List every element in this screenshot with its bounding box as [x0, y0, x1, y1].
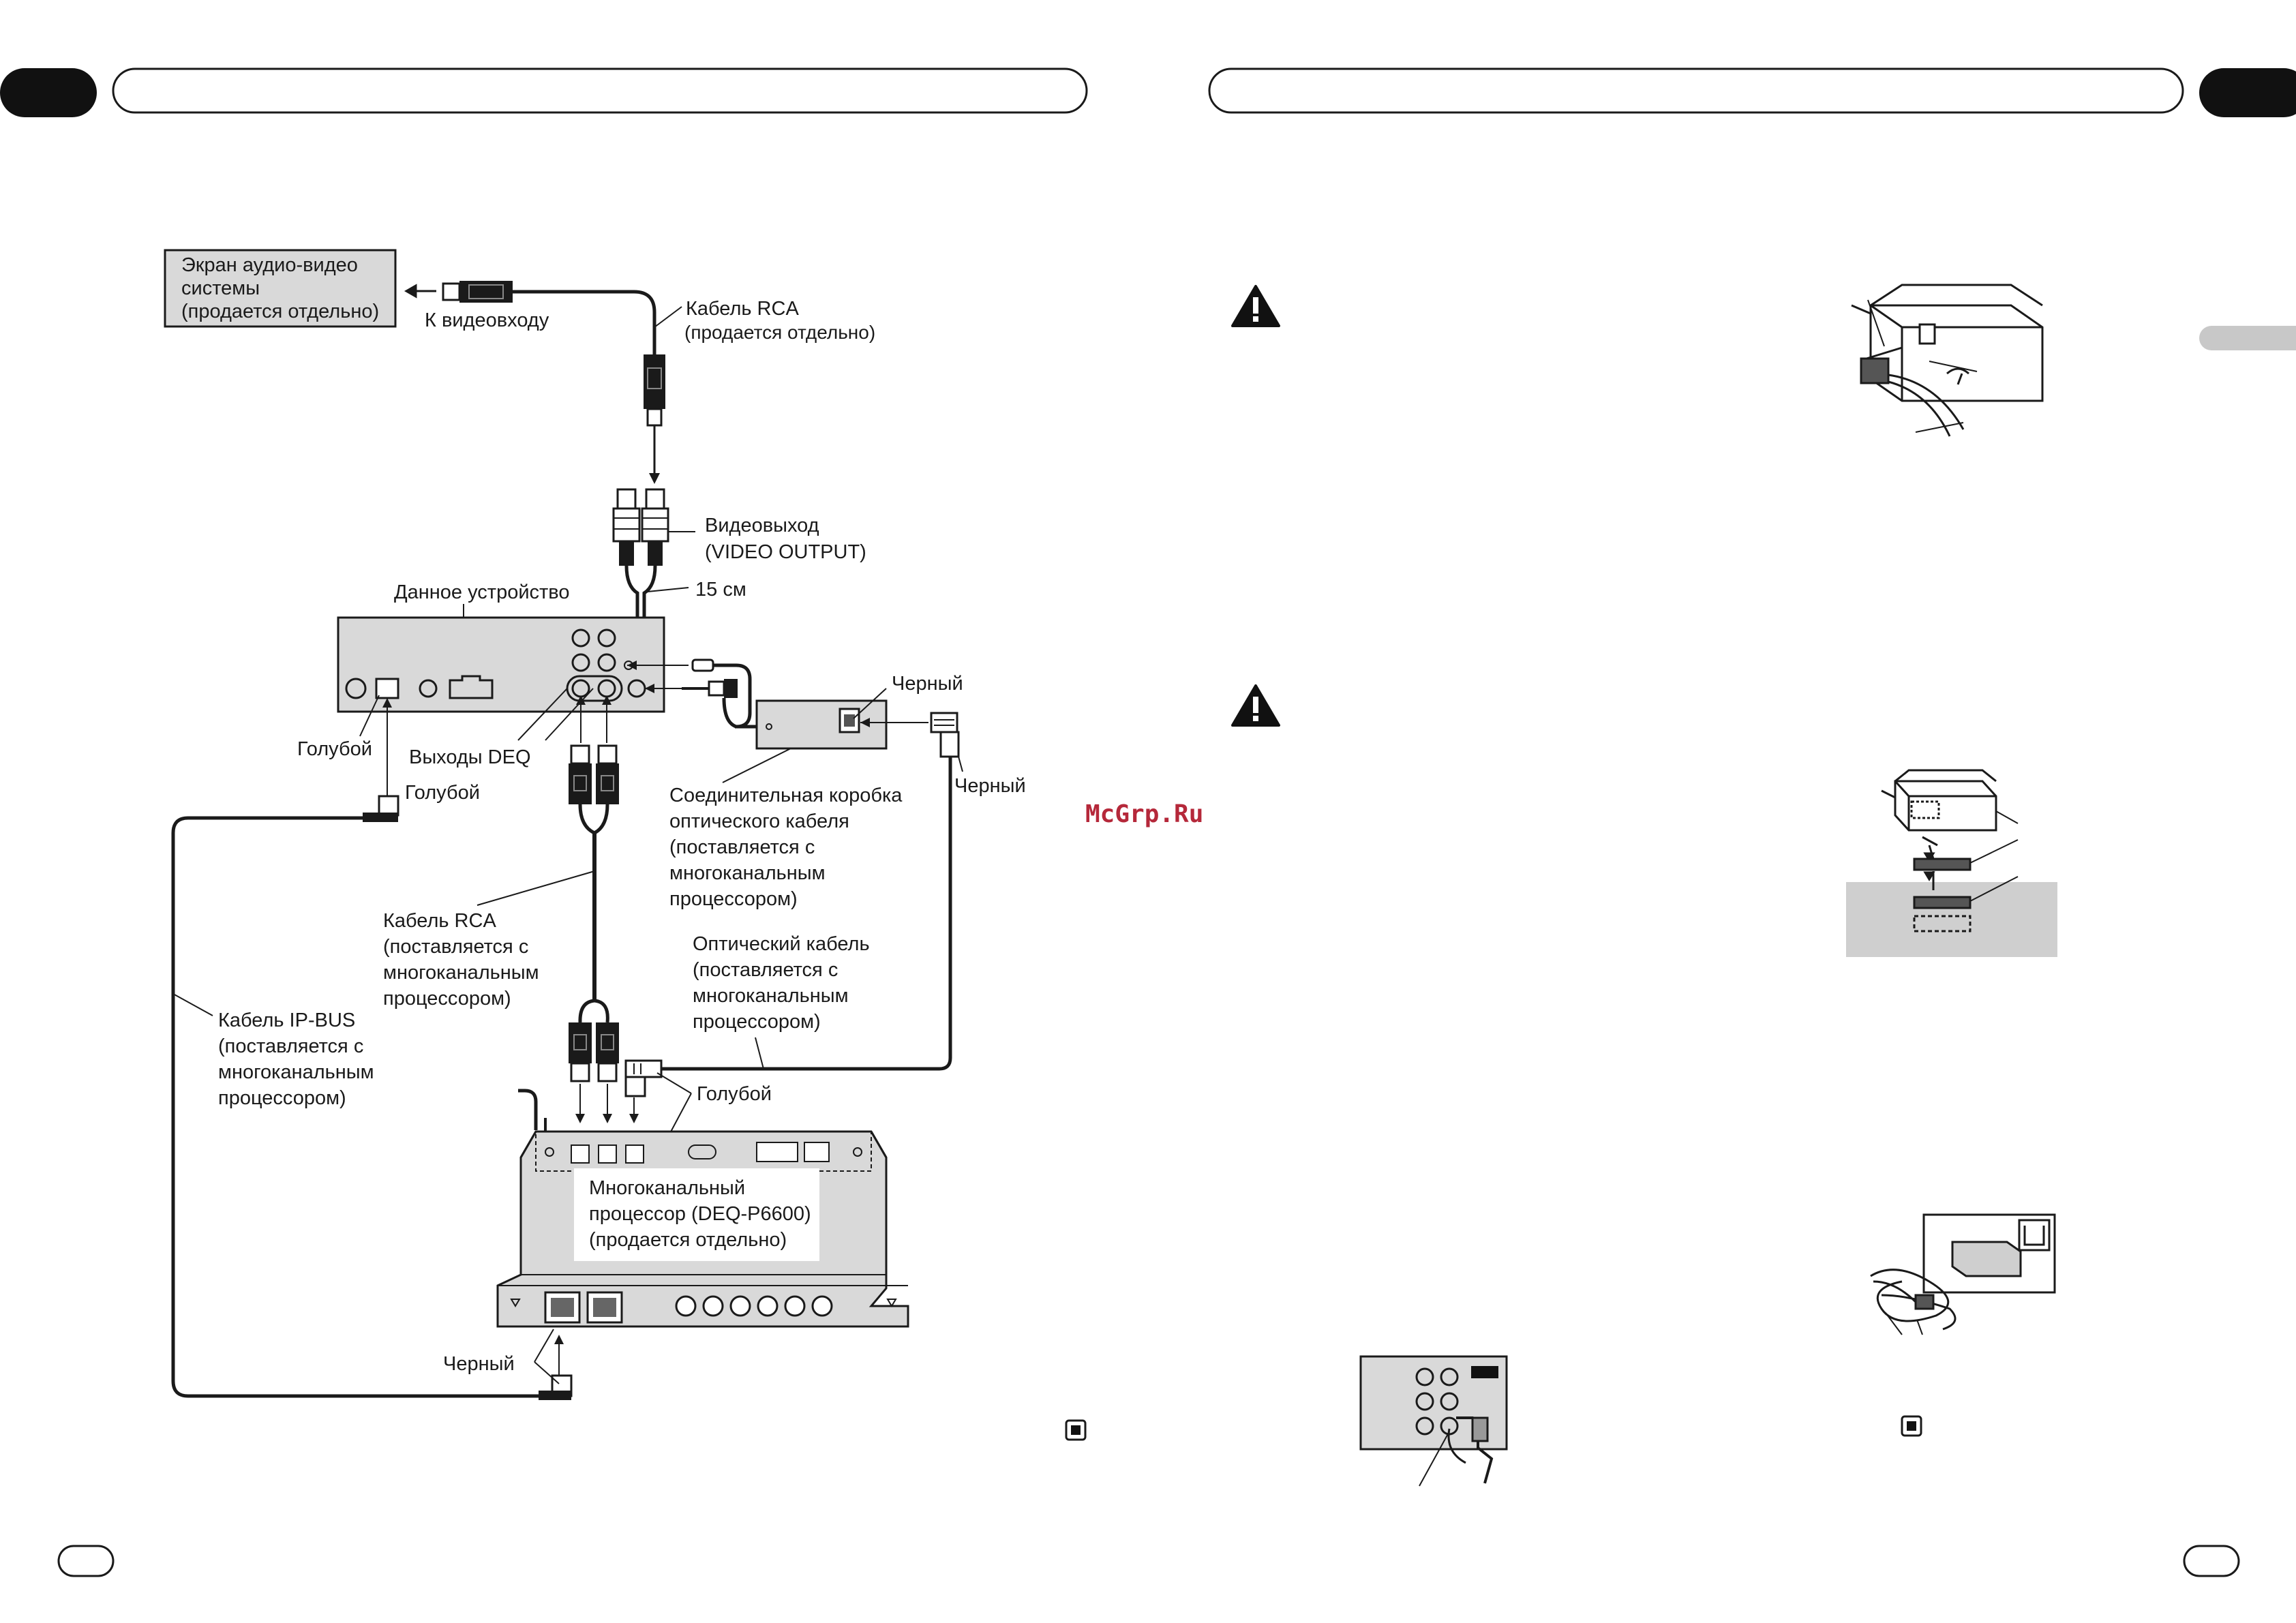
av-screen-label-2: системы — [181, 277, 260, 299]
optical-cable-label-3: многоканальным — [693, 985, 849, 1007]
av-screen-label-1: Экран аудио-видео — [181, 254, 358, 276]
junction-box-label-4: многоканальным — [669, 862, 826, 884]
ip-bus-label-2: (поставляется с — [218, 1035, 363, 1057]
arrow-to-screen — [404, 284, 436, 299]
blue-3-label: Голубой — [697, 1083, 772, 1105]
processor-label-1: Многоканальный — [589, 1177, 745, 1199]
deq-outputs-leader-2 — [545, 688, 594, 741]
right-page-tab — [2199, 68, 2296, 117]
arrow-optical-in — [860, 718, 928, 727]
video-output-label-2: (VIDEO OUTPUT) — [705, 541, 866, 563]
optical-cable-label-1: Оптический кабель — [693, 933, 870, 955]
ip-bus-label-4: процессором) — [218, 1087, 346, 1109]
rca-cable-mid-label-1: Кабель RCA — [383, 910, 496, 932]
processor-label-3: (продается отдельно) — [589, 1229, 787, 1251]
arrow-to-video-output — [649, 425, 660, 484]
right-header-bar — [1208, 67, 2184, 114]
junction-box-label-3: (поставляется с — [669, 836, 815, 858]
junction-box-label-2: оптического кабеля — [669, 810, 849, 832]
this-unit-label: Данное устройство — [394, 581, 570, 603]
junction-box-label-5: процессором) — [669, 888, 798, 910]
black-2-label: Черный — [954, 775, 1026, 797]
section-tab — [2199, 326, 2296, 350]
optical-plug-bottom — [624, 1059, 663, 1097]
rca-cable-top-label-2: (продается отдельно) — [684, 322, 875, 343]
blue-2-label: Голубой — [405, 782, 480, 804]
ip-bus-arrow-head — [382, 698, 392, 708]
illustration-back-panel — [1359, 1355, 1508, 1487]
av-screen-label-3: (продается отдельно) — [181, 301, 379, 322]
ip-bus-plug-bottom — [539, 1335, 573, 1400]
processor-label-2: процессор (DEQ-P6600) — [589, 1203, 811, 1225]
deq-outputs-label: Выходы DEQ — [409, 746, 531, 768]
rca-cable-top — [513, 290, 656, 354]
rca-cable-top-label-1: Кабель RCA — [686, 298, 799, 320]
ip-bus-plug-top — [363, 795, 399, 822]
ip-bus-label-3: многоканальным — [218, 1061, 374, 1083]
processor-cable-stub — [518, 1089, 538, 1130]
mini-jack-bottom — [645, 679, 757, 729]
length-15cm-label: 15 см — [695, 579, 746, 601]
watermark: McGrp.Ru — [1085, 800, 1203, 828]
junction-box-leader — [722, 748, 791, 783]
left-header-bar — [112, 67, 1088, 114]
video-output-connectors — [612, 488, 669, 638]
warning-icon — [1231, 684, 1280, 727]
rca-cable-mid-leader — [477, 870, 595, 906]
to-video-input-label: К видеовходу — [425, 309, 549, 331]
rca-plug-mid — [644, 354, 665, 427]
ip-bus-cable — [171, 816, 539, 1398]
end-mark-right-fill — [1907, 1421, 1916, 1431]
optical-cable-label-4: процессором) — [693, 1011, 821, 1033]
black-3-label: Черный — [443, 1353, 515, 1375]
av-screen-box: Экран аудио-видео системы (продается отд… — [164, 249, 397, 328]
optical-cable-leader — [755, 1037, 764, 1070]
illustration-box-cable — [1851, 284, 2044, 437]
black-3-leader-2 — [534, 1361, 560, 1384]
this-unit-box — [337, 616, 665, 713]
left-page-number-pill — [57, 1545, 115, 1577]
blue-1-label: Голубой — [297, 738, 372, 760]
right-page-number-pill — [2183, 1545, 2240, 1577]
rca-plug-top — [442, 281, 513, 303]
rca-cable-top-leader — [654, 306, 682, 328]
video-output-label-1: Видеовыход — [705, 515, 819, 536]
black-1-leader — [853, 688, 887, 719]
black-3-leader-1 — [534, 1329, 554, 1363]
ip-bus-label-1: Кабель IP-BUS — [218, 1010, 355, 1031]
rca-cable-mid-label-2: (поставляется с — [383, 936, 528, 958]
optical-plug-top — [930, 712, 960, 758]
ip-bus-leader — [172, 993, 213, 1016]
deq-outputs-leader-1 — [517, 688, 568, 741]
illustration-cable-bundle — [1870, 1213, 2056, 1335]
optical-cable-label-2: (поставляется с — [693, 959, 838, 981]
end-mark-left-fill — [1071, 1425, 1081, 1435]
left-page-tab — [0, 68, 97, 117]
blue-1-leader — [359, 695, 380, 737]
optical-cable — [661, 757, 952, 1071]
black-1-label: Черный — [892, 673, 963, 695]
processor-label-box — [574, 1168, 819, 1261]
rca-cable-mid-label-4: процессором) — [383, 988, 511, 1010]
blue-3-leader-1 — [656, 1072, 692, 1094]
length-leader — [647, 587, 689, 592]
warning-icon — [1231, 285, 1280, 327]
rca-cable-mid-label-3: многоканальным — [383, 962, 539, 984]
junction-box-label-1: Соединительная коробка — [669, 785, 903, 806]
illustration-mounting-pads — [1846, 769, 2057, 957]
deq-output-plugs — [569, 695, 619, 1082]
arrow-heads-into-processor — [575, 1114, 639, 1123]
black-2-leader — [958, 756, 963, 772]
arrows-into-processor — [579, 1084, 635, 1115]
